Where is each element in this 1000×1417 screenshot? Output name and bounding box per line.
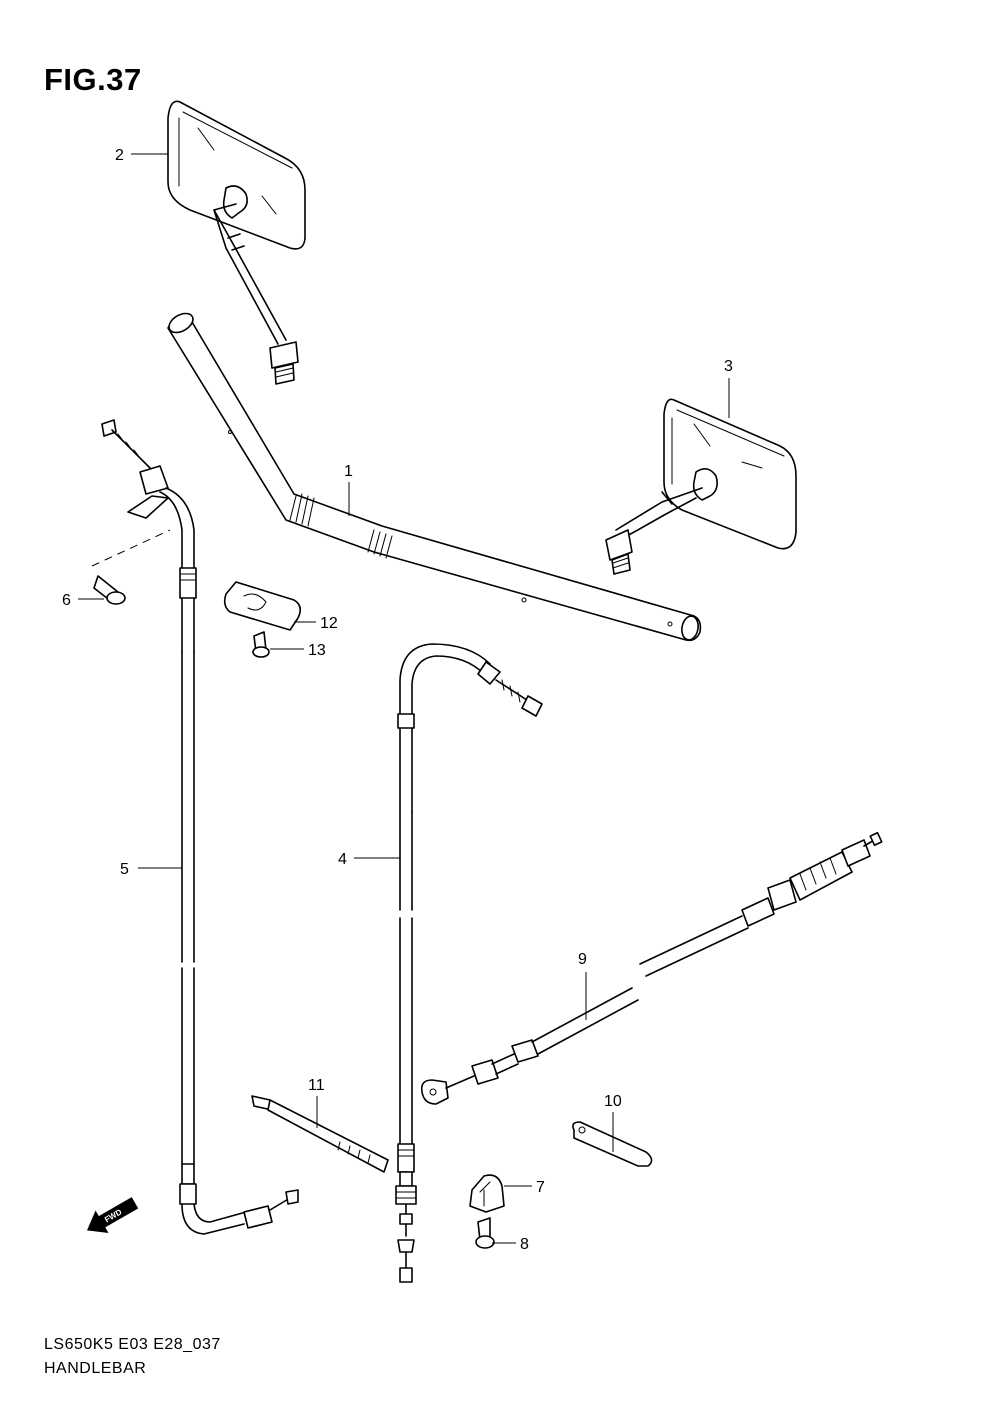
mirror-right — [605, 398, 797, 575]
screw-8 — [475, 1217, 495, 1249]
callout-10: 10 — [604, 1093, 622, 1110]
callout-8: 8 — [520, 1236, 529, 1253]
callout-12: 12 — [320, 615, 338, 632]
bracket-10 — [572, 1121, 653, 1167]
callout-2: 2 — [115, 147, 124, 164]
callout-13: 13 — [308, 642, 326, 659]
callout-6: 6 — [62, 592, 71, 609]
throttle-cable — [101, 419, 299, 1235]
section-name: HANDLEBAR — [44, 1360, 147, 1377]
callout-4: 4 — [338, 851, 347, 868]
mirror-left — [167, 100, 306, 385]
figure-title: FIG.37 — [44, 62, 142, 97]
clutch-cable — [395, 643, 543, 1283]
callout-9: 9 — [578, 951, 587, 968]
screw-13 — [252, 631, 270, 658]
cable-9 — [420, 831, 883, 1105]
cable-clip-12 — [223, 581, 302, 631]
callout-3: 3 — [724, 358, 733, 375]
callout-1: 1 — [344, 463, 353, 480]
screw-6 — [91, 529, 171, 605]
cable-tie-11 — [251, 1095, 389, 1173]
callout-5: 5 — [120, 861, 129, 878]
handlebar — [167, 312, 702, 642]
callout-11: 11 — [308, 1077, 325, 1094]
callout-7: 7 — [536, 1179, 545, 1196]
fwd-arrow-icon: FWD — [87, 1197, 139, 1234]
clamp-7 — [469, 1174, 505, 1213]
model-code: LS650K5 E03 E28_037 — [44, 1336, 221, 1353]
